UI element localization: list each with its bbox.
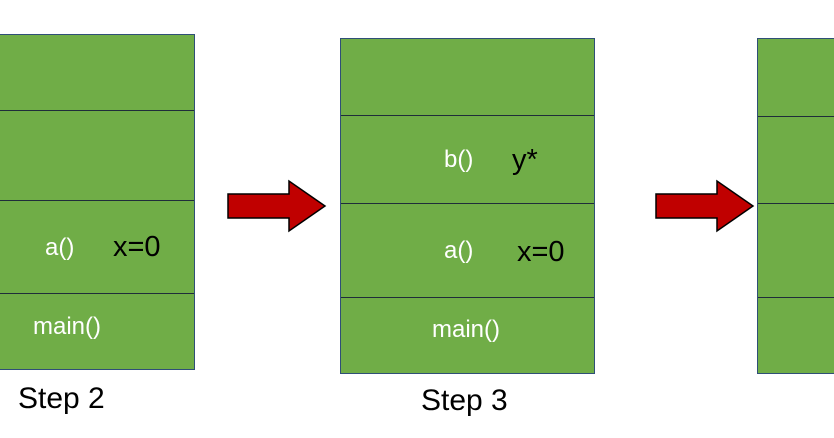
stack-frame-b: b() y* bbox=[341, 116, 594, 204]
stack-frame-main: main() bbox=[0, 294, 194, 371]
stack-step-3: b() y* a() x=0 main() bbox=[340, 38, 595, 374]
frame-variable-label: y* bbox=[512, 144, 538, 176]
stack-frame-empty bbox=[758, 298, 834, 375]
frame-variable-label: x=0 bbox=[517, 236, 565, 268]
step-caption: Step 2 bbox=[18, 382, 105, 415]
right-arrow-icon bbox=[227, 179, 327, 233]
stack-step-2: a() x=0 main() bbox=[0, 34, 195, 370]
stack-frame-empty bbox=[0, 111, 194, 201]
frame-function-label: main() bbox=[432, 316, 501, 343]
frame-function-label: a() bbox=[45, 234, 75, 261]
stack-frame-a: a() x=0 bbox=[341, 204, 594, 298]
stack-frame-empty bbox=[758, 204, 834, 298]
stack-frame-empty bbox=[341, 39, 594, 116]
stack-frame-main: main() bbox=[341, 298, 594, 375]
stack-frame-a: a() x=0 bbox=[0, 201, 194, 294]
stack-frame-empty bbox=[758, 117, 834, 204]
stack-frame-empty bbox=[0, 35, 194, 111]
stack-step-next bbox=[757, 38, 834, 374]
frame-function-label: main() bbox=[33, 313, 102, 340]
frame-variable-label: x=0 bbox=[113, 231, 161, 263]
step-caption: Step 3 bbox=[421, 384, 508, 417]
frame-function-label: a() bbox=[444, 237, 474, 264]
frame-function-label: b() bbox=[444, 146, 474, 173]
right-arrow-icon bbox=[655, 179, 755, 233]
stack-frame-empty bbox=[758, 39, 834, 117]
